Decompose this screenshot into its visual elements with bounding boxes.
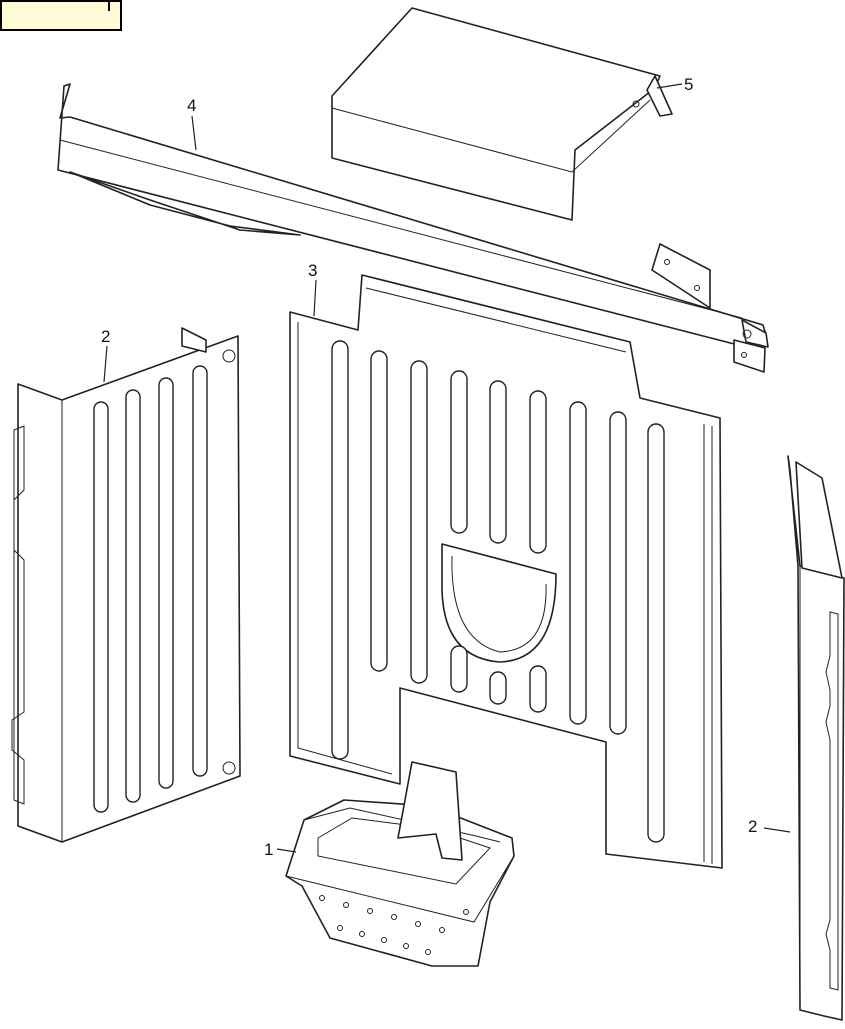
callout-leaders (103, 83, 791, 853)
reference-tag-notch (108, 2, 110, 11)
part-3-rear-panel (289, 274, 723, 869)
part-4-rail (57, 83, 769, 373)
callout-4: 4 (187, 96, 196, 115)
part-2-right-side-panel (787, 455, 845, 1021)
callout-2-left: 2 (101, 327, 110, 346)
callout-2-right: 2 (748, 817, 757, 836)
part-2-left-side-panel (11, 327, 241, 843)
callout-3: 3 (308, 261, 317, 280)
callout-1: 1 (264, 840, 273, 859)
left-panel-ribs (93, 365, 208, 813)
rear-panel-ribs (331, 340, 665, 843)
reference-tag (0, 0, 122, 31)
part-1-ash-pan (285, 761, 515, 967)
part-5-cover-plate (331, 7, 673, 221)
callout-5: 5 (684, 75, 693, 94)
